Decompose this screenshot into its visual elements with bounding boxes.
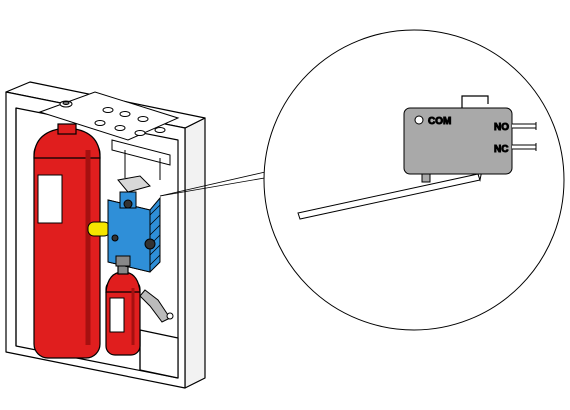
com-label: COM	[428, 116, 451, 127]
detail-magnifier	[263, 29, 565, 331]
mounting-plate	[38, 91, 180, 180]
valve-assembly	[87, 175, 174, 323]
terminal-no	[512, 123, 537, 129]
terminal-nc	[512, 144, 537, 150]
magnifier-connector-lines	[159, 169, 277, 197]
small-extinguisher-cylinder	[105, 261, 141, 356]
nc-label: NC	[494, 144, 508, 155]
large-extinguisher-cylinder	[33, 123, 101, 359]
micro-switch: COM NO NC	[297, 95, 537, 220]
no-label: NO	[494, 122, 509, 133]
